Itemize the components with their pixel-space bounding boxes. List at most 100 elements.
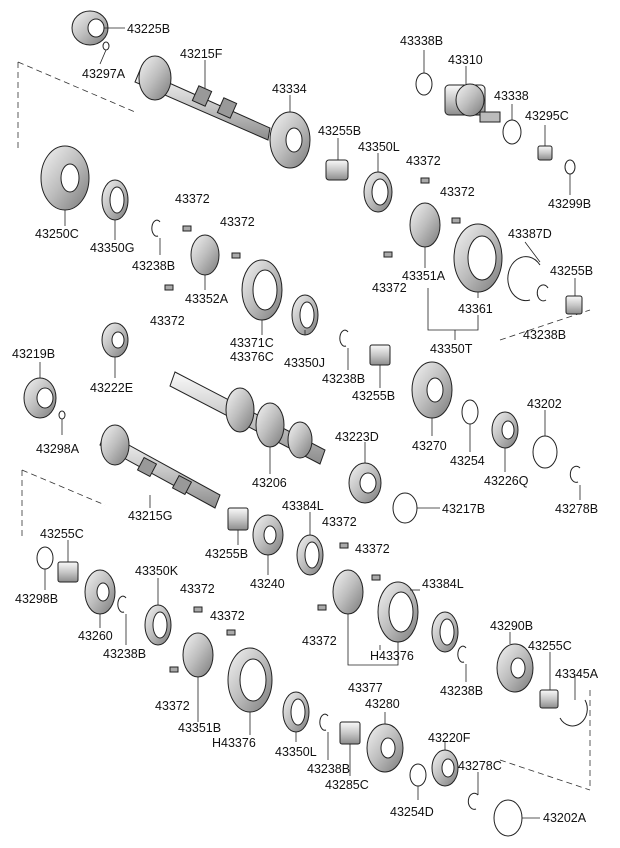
- label-43298A: 43298A: [36, 442, 80, 456]
- label-43372-g: 43372: [322, 515, 357, 529]
- label-43371C: 43371C: [230, 336, 274, 350]
- snap-ring-43238B-e: [457, 645, 467, 663]
- label-43376C: 43376C: [230, 350, 274, 364]
- hub-43351A: [409, 202, 441, 248]
- leader-lines: [39, 27, 581, 819]
- label-43255B-b: 43255B: [550, 264, 593, 278]
- label-43255B-d: 43255B: [205, 547, 248, 561]
- label-43278B: 43278B: [555, 502, 598, 516]
- label-43351A: 43351A: [402, 269, 446, 283]
- snap-ring-43278C: [467, 792, 479, 810]
- label-43222E: 43222E: [90, 381, 133, 395]
- label-43215G: 43215G: [128, 509, 172, 523]
- washer-43254: [461, 399, 479, 425]
- snap-ring-43298A: [58, 410, 66, 420]
- needle-bearing-43255B-c: [369, 344, 391, 366]
- snap-ring-43298B: [36, 546, 54, 570]
- label-43254D: 43254D: [390, 805, 434, 819]
- label-43202: 43202: [527, 397, 562, 411]
- label-43226Q: 43226Q: [484, 474, 529, 488]
- label-43350K: 43350K: [135, 564, 179, 578]
- label-43372-h: 43372: [355, 542, 390, 556]
- needle-bearing-43255C-b: [539, 689, 559, 709]
- label-43350L-a: 43350L: [358, 140, 400, 154]
- output-shaft-43206: [169, 371, 326, 465]
- label-43260: 43260: [78, 629, 113, 643]
- hub-43377: [332, 569, 364, 615]
- snap-ring-43238B-b: [536, 284, 549, 302]
- gear-43250C: [40, 145, 90, 211]
- snap-ring-43345A: [559, 699, 588, 727]
- label-43240: 43240: [250, 577, 285, 591]
- label-43238B-a: 43238B: [132, 259, 175, 273]
- label-43250C: 43250C: [35, 227, 79, 241]
- label-43238B-c: 43238B: [322, 372, 365, 386]
- needle-bearing-43255B-b: [565, 295, 583, 315]
- hub-43352A: [190, 234, 220, 276]
- label-43285C: 43285C: [325, 778, 369, 792]
- ring-43202A: [493, 799, 523, 837]
- snap-ring-43278B: [569, 465, 581, 483]
- gear-43260: [84, 569, 116, 615]
- label-43202A: 43202A: [543, 811, 587, 825]
- needle-bearing-43255B-a: [325, 159, 349, 181]
- bearing-43219B: [23, 377, 57, 419]
- label-43372-l: 43372: [155, 699, 190, 713]
- label-43255C-b: 43255C: [528, 639, 572, 653]
- gear-43290B: [496, 643, 534, 693]
- needle-bearing-43255C-a: [57, 561, 79, 583]
- snap-ring-43387D: [507, 256, 541, 302]
- label-43372-a: 43372: [175, 192, 210, 206]
- label-43372-b: 43372: [220, 215, 255, 229]
- label-43372-k: 43372: [302, 634, 337, 648]
- snap-ring-43238B-a: [151, 219, 161, 237]
- label-43350J: 43350J: [284, 356, 325, 370]
- bearing-43226Q: [491, 411, 519, 449]
- label-43215F: 43215F: [180, 47, 223, 61]
- label-43377: 43377: [348, 681, 383, 695]
- snap-ring-43238B-c: [339, 329, 349, 347]
- snap-ring-43238B-f: [319, 713, 329, 731]
- label-43299B: 43299B: [548, 197, 591, 211]
- synchro-ring-43350J: [291, 294, 319, 336]
- label-43310: 43310: [448, 53, 483, 67]
- snap-ring-43238B-d: [117, 595, 127, 613]
- gear-43270: [411, 361, 453, 419]
- label-43334: 43334: [272, 82, 307, 96]
- label-43345A: 43345A: [555, 667, 599, 681]
- label-43352A: 43352A: [185, 292, 229, 306]
- label-43372-i: 43372: [180, 582, 215, 596]
- synchro-ring-43384L-a: [296, 534, 324, 576]
- sleeve-43371C: [241, 259, 283, 321]
- label-43219B: 43219B: [12, 347, 55, 361]
- label-43295C: 43295C: [525, 109, 569, 123]
- synchro-ring-43350L-a: [363, 171, 393, 213]
- label-43238B-e: 43238B: [440, 684, 483, 698]
- label-43254: 43254: [450, 454, 485, 468]
- part-number-labels: 43225B 43297A 43215F 43334 43255B 43350L…: [12, 22, 599, 825]
- needle-bearing-43285C: [339, 721, 361, 745]
- label-43372-j: 43372: [210, 609, 245, 623]
- label-43350T: 43350T: [430, 342, 473, 356]
- label-43255B-c: 43255B: [352, 389, 395, 403]
- gear-43334: [269, 111, 311, 169]
- key-parts-43372: [164, 177, 461, 673]
- label-43297A: 43297A: [82, 67, 126, 81]
- snap-ring-43297A: [102, 41, 110, 51]
- label-43350G: 43350G: [90, 241, 134, 255]
- synchro-ring-43384L-c: [431, 611, 459, 653]
- label-43278C: 43278C: [458, 759, 502, 773]
- label-43270: 43270: [412, 439, 447, 453]
- snap-ring-43299B: [564, 159, 576, 175]
- assembly-guide-lines: [17, 61, 591, 791]
- bearing-43223D: [348, 462, 382, 504]
- shim-43217B: [392, 492, 418, 524]
- shaft-43310: [444, 83, 501, 123]
- label-43220F: 43220F: [428, 731, 471, 745]
- bearing-43295C: [537, 145, 553, 161]
- countershaft-43215G: [99, 424, 221, 509]
- sleeve-43361: [453, 223, 503, 293]
- bearing-43225B: [71, 10, 109, 46]
- needle-bearing-43255B-d: [227, 507, 249, 531]
- label-43372-d: 43372: [406, 154, 441, 168]
